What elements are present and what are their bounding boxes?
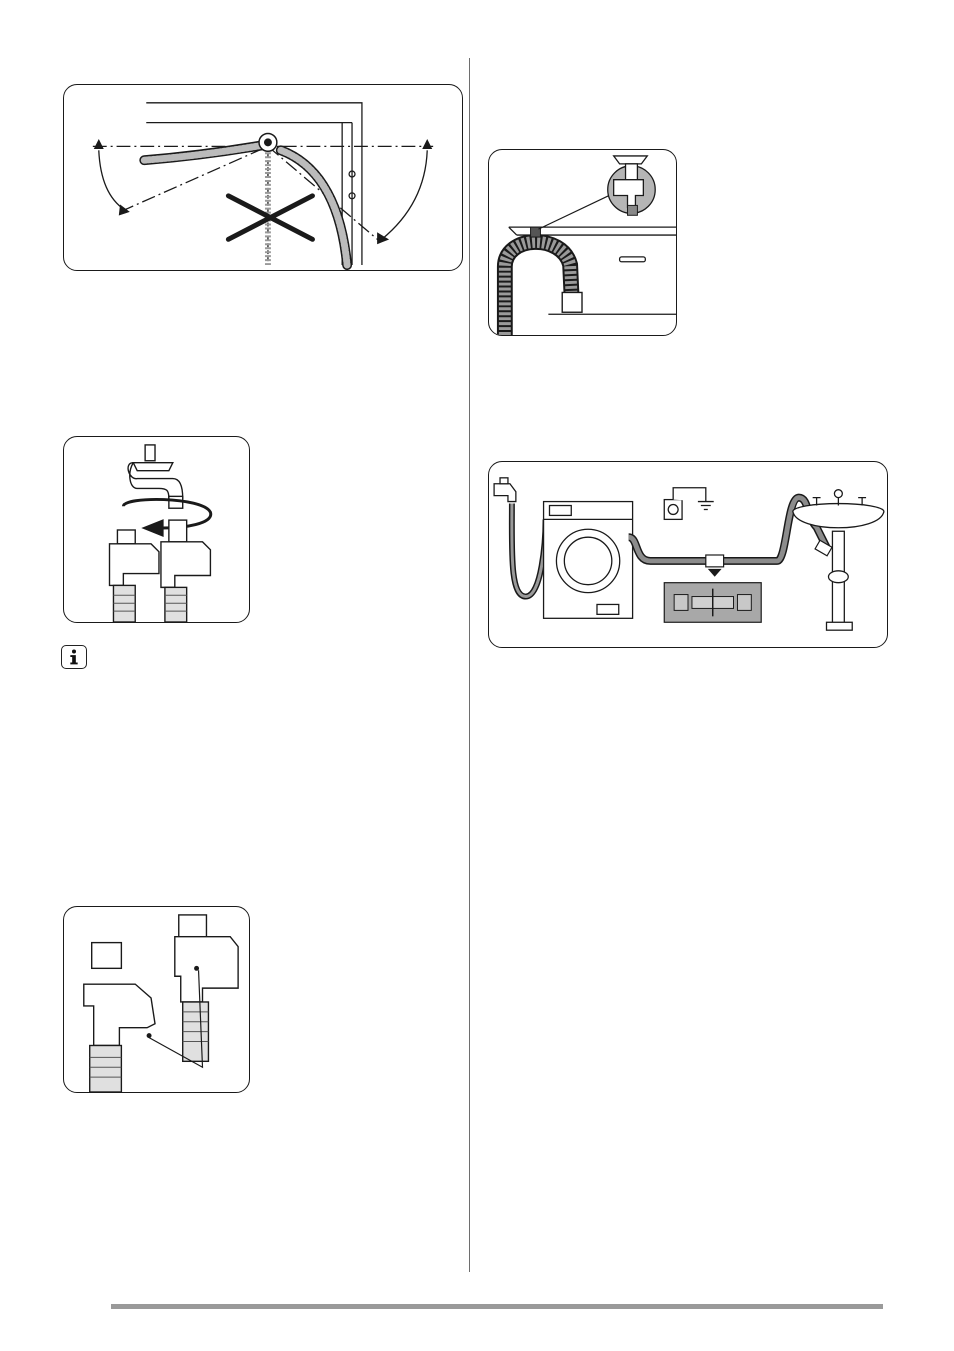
figure-hose-angle (63, 84, 463, 271)
hose-fittings-illustration (64, 907, 249, 1092)
washer-sink-installation-illustration (489, 462, 887, 647)
column-divider (469, 58, 470, 1272)
figure-installation-overview (488, 461, 888, 648)
figure-hose-fittings (63, 906, 250, 1093)
figure-drain-hook (488, 149, 677, 336)
figure-faucet-connection (63, 436, 250, 623)
footer-rule (111, 1304, 883, 1309)
faucet-hose-connection-illustration (64, 437, 249, 622)
hose-angle-illustration (64, 85, 462, 270)
drain-hose-hook-illustration (489, 150, 676, 335)
info-icon (61, 645, 87, 669)
